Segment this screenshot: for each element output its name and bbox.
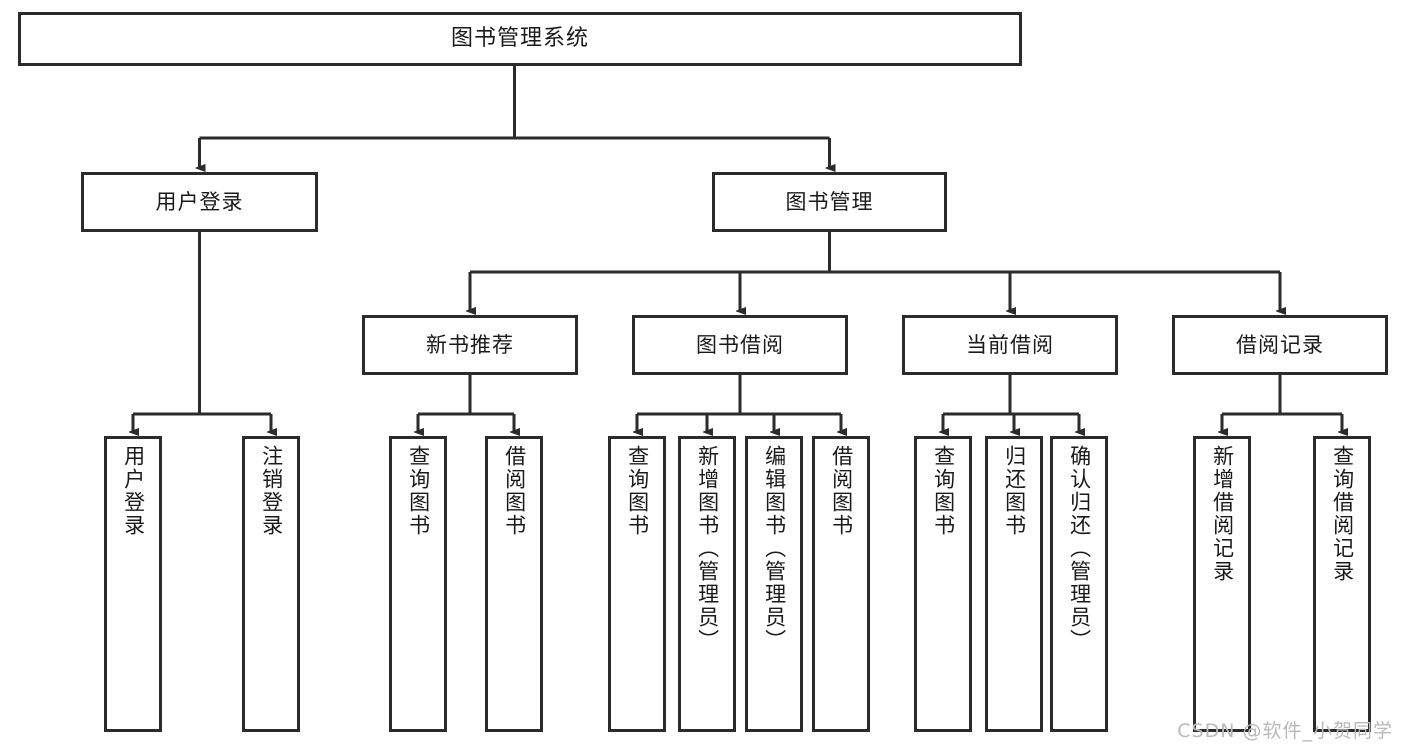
- node-leaf-4[interactable]: 查询图书: [608, 436, 666, 732]
- node-root-0[interactable]: 图书管理系统: [18, 12, 1022, 66]
- node-leaf-label: 查询图书: [931, 445, 956, 537]
- node-level3-2[interactable]: 当前借阅: [902, 315, 1118, 375]
- node-leaf-label: 新增借阅记录: [1210, 445, 1235, 583]
- node-leaf-label: 查询图书: [406, 445, 431, 537]
- node-level3-label: 新书推荐: [426, 332, 514, 357]
- node-leaf-label: 编辑图书（管理员）: [762, 445, 787, 652]
- node-level2-label: 图书管理: [785, 189, 874, 214]
- node-leaf-12[interactable]: 查询借阅记录: [1313, 436, 1371, 732]
- node-level3-1[interactable]: 图书借阅: [632, 315, 848, 375]
- node-level2-label: 用户登录: [155, 189, 244, 214]
- node-level2-0[interactable]: 用户登录: [81, 172, 318, 232]
- node-leaf-0[interactable]: 用户登录: [104, 436, 162, 732]
- node-leaf-11[interactable]: 新增借阅记录: [1193, 436, 1251, 732]
- node-leaf-6[interactable]: 编辑图书（管理员）: [745, 436, 803, 732]
- node-leaf-label: 借阅图书: [829, 445, 854, 537]
- node-leaf-8[interactable]: 查询图书: [914, 436, 972, 732]
- node-leaf-10[interactable]: 确认归还（管理员）: [1050, 436, 1108, 732]
- node-leaf-label: 查询借阅记录: [1330, 445, 1355, 583]
- node-level3-label: 图书借阅: [696, 332, 784, 357]
- node-leaf-label: 查询图书: [625, 445, 650, 537]
- node-leaf-label: 注销登录: [259, 445, 284, 537]
- node-level3-label: 当前借阅: [966, 332, 1054, 357]
- node-level2-1[interactable]: 图书管理: [712, 172, 947, 232]
- node-leaf-1[interactable]: 注销登录: [242, 436, 300, 732]
- node-leaf-2[interactable]: 查询图书: [389, 436, 447, 732]
- node-leaf-label: 确认归还（管理员）: [1067, 445, 1092, 652]
- node-root-label: 图书管理系统: [450, 26, 589, 52]
- node-leaf-7[interactable]: 借阅图书: [812, 436, 870, 732]
- node-leaf-3[interactable]: 借阅图书: [485, 436, 543, 732]
- node-leaf-9[interactable]: 归还图书: [985, 436, 1043, 732]
- node-leaf-label: 用户登录: [121, 445, 146, 537]
- node-level3-label: 借阅记录: [1236, 332, 1324, 357]
- node-level3-0[interactable]: 新书推荐: [362, 315, 578, 375]
- node-leaf-label: 新增图书（管理员）: [695, 445, 720, 652]
- node-level3-3[interactable]: 借阅记录: [1172, 315, 1388, 375]
- node-leaf-label: 归还图书: [1002, 445, 1027, 537]
- node-leaf-5[interactable]: 新增图书（管理员）: [678, 436, 736, 732]
- node-leaf-label: 借阅图书: [502, 445, 527, 537]
